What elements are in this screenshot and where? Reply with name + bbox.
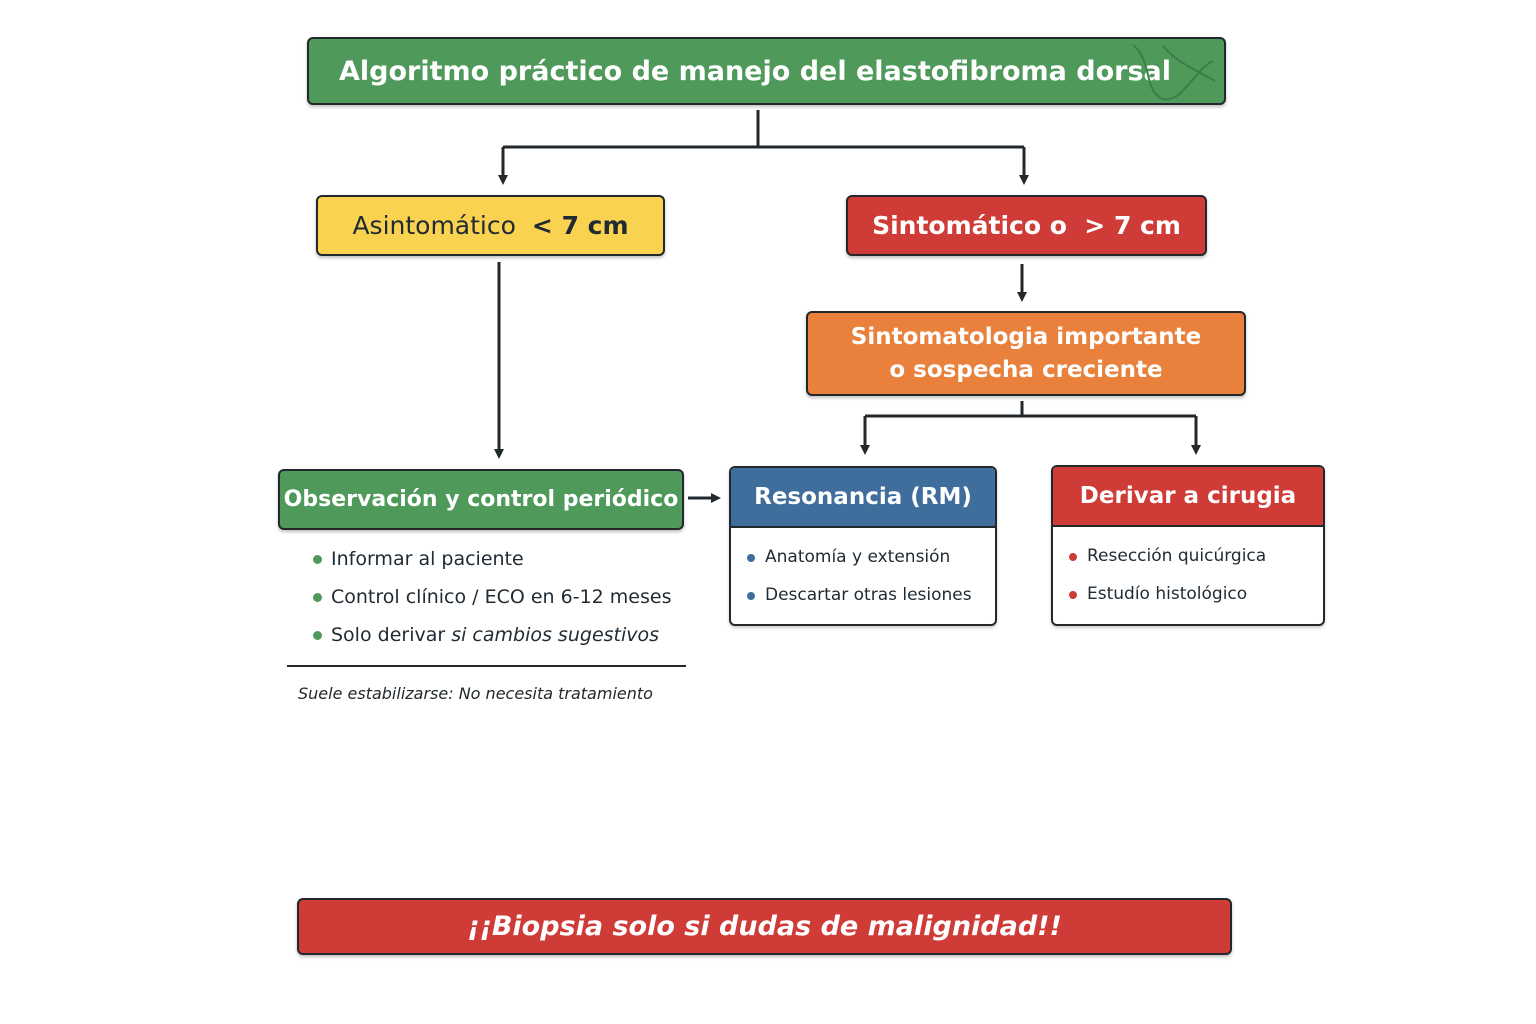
diagram-title: Algoritmo práctico de manejo del elastof… [339, 55, 1172, 87]
list-item: Informar al paciente [313, 546, 671, 584]
symptomatic-box: Sintomático o > 7 cm [846, 195, 1207, 256]
list-item-text: Informar al paciente [331, 548, 524, 570]
observation-divider [287, 665, 686, 667]
list-item-italic-text: si cambios sugestivos [451, 624, 660, 646]
list-item: Resección quicúrgica [1069, 545, 1266, 583]
diagram-title-box: Algoritmo práctico de manejo del elastof… [307, 37, 1226, 105]
observation-note: Suele estabilizarse: No necesita tratami… [298, 684, 653, 703]
sintomatologia-box: Sintomatologia importante o sospecha cre… [806, 311, 1246, 396]
list-item: Anatomía y extensión [747, 546, 972, 584]
asymptomatic-size: < 7 cm [531, 211, 629, 240]
list-item: Solo derivar si cambios sugestivos [313, 622, 671, 660]
decorative-swirl-icon [1132, 44, 1216, 101]
list-item-text: Control clínico / ECO en 6-12 meses [331, 586, 672, 608]
list-item: Estudío histológico [1069, 583, 1266, 621]
cirugia-card: Derivar a cirugia Resección quicúrgica E… [1051, 465, 1325, 626]
resonancia-card: Resonancia (RM) Anatomía y extensión Des… [729, 466, 997, 626]
observation-box: Observación y control periódico [278, 469, 684, 530]
asymptomatic-box: Asintomático < 7 cm [316, 195, 665, 256]
biopsy-warning-box: ¡¡Biopsia solo si dudas de malignidad!! [297, 898, 1232, 955]
observation-label: Observación y control periódico [283, 487, 679, 512]
sintomatologia-line-1: Sintomatologia importante [850, 323, 1202, 350]
resonancia-header: Resonancia (RM) [731, 468, 995, 528]
asymptomatic-label: Asintomático [352, 211, 516, 240]
list-item-text: Solo derivar [331, 624, 452, 646]
biopsy-warning-text: ¡¡Biopsia solo si dudas de malignidad!! [467, 911, 1062, 942]
sintomatologia-line-2: o sospecha creciente [889, 356, 1163, 383]
cirugia-header: Derivar a cirugia [1053, 467, 1323, 527]
resonancia-list: Anatomía y extensión Descartar otras les… [747, 546, 972, 622]
list-item: Control clínico / ECO en 6-12 meses [313, 584, 671, 622]
symptomatic-label: Sintomático o > 7 cm [872, 211, 1181, 240]
list-item: Descartar otras lesiones [747, 584, 972, 622]
observation-list: Informar al paciente Control clínico / E… [313, 546, 671, 660]
cirugia-list: Resección quicúrgica Estudío histológico [1069, 545, 1266, 621]
